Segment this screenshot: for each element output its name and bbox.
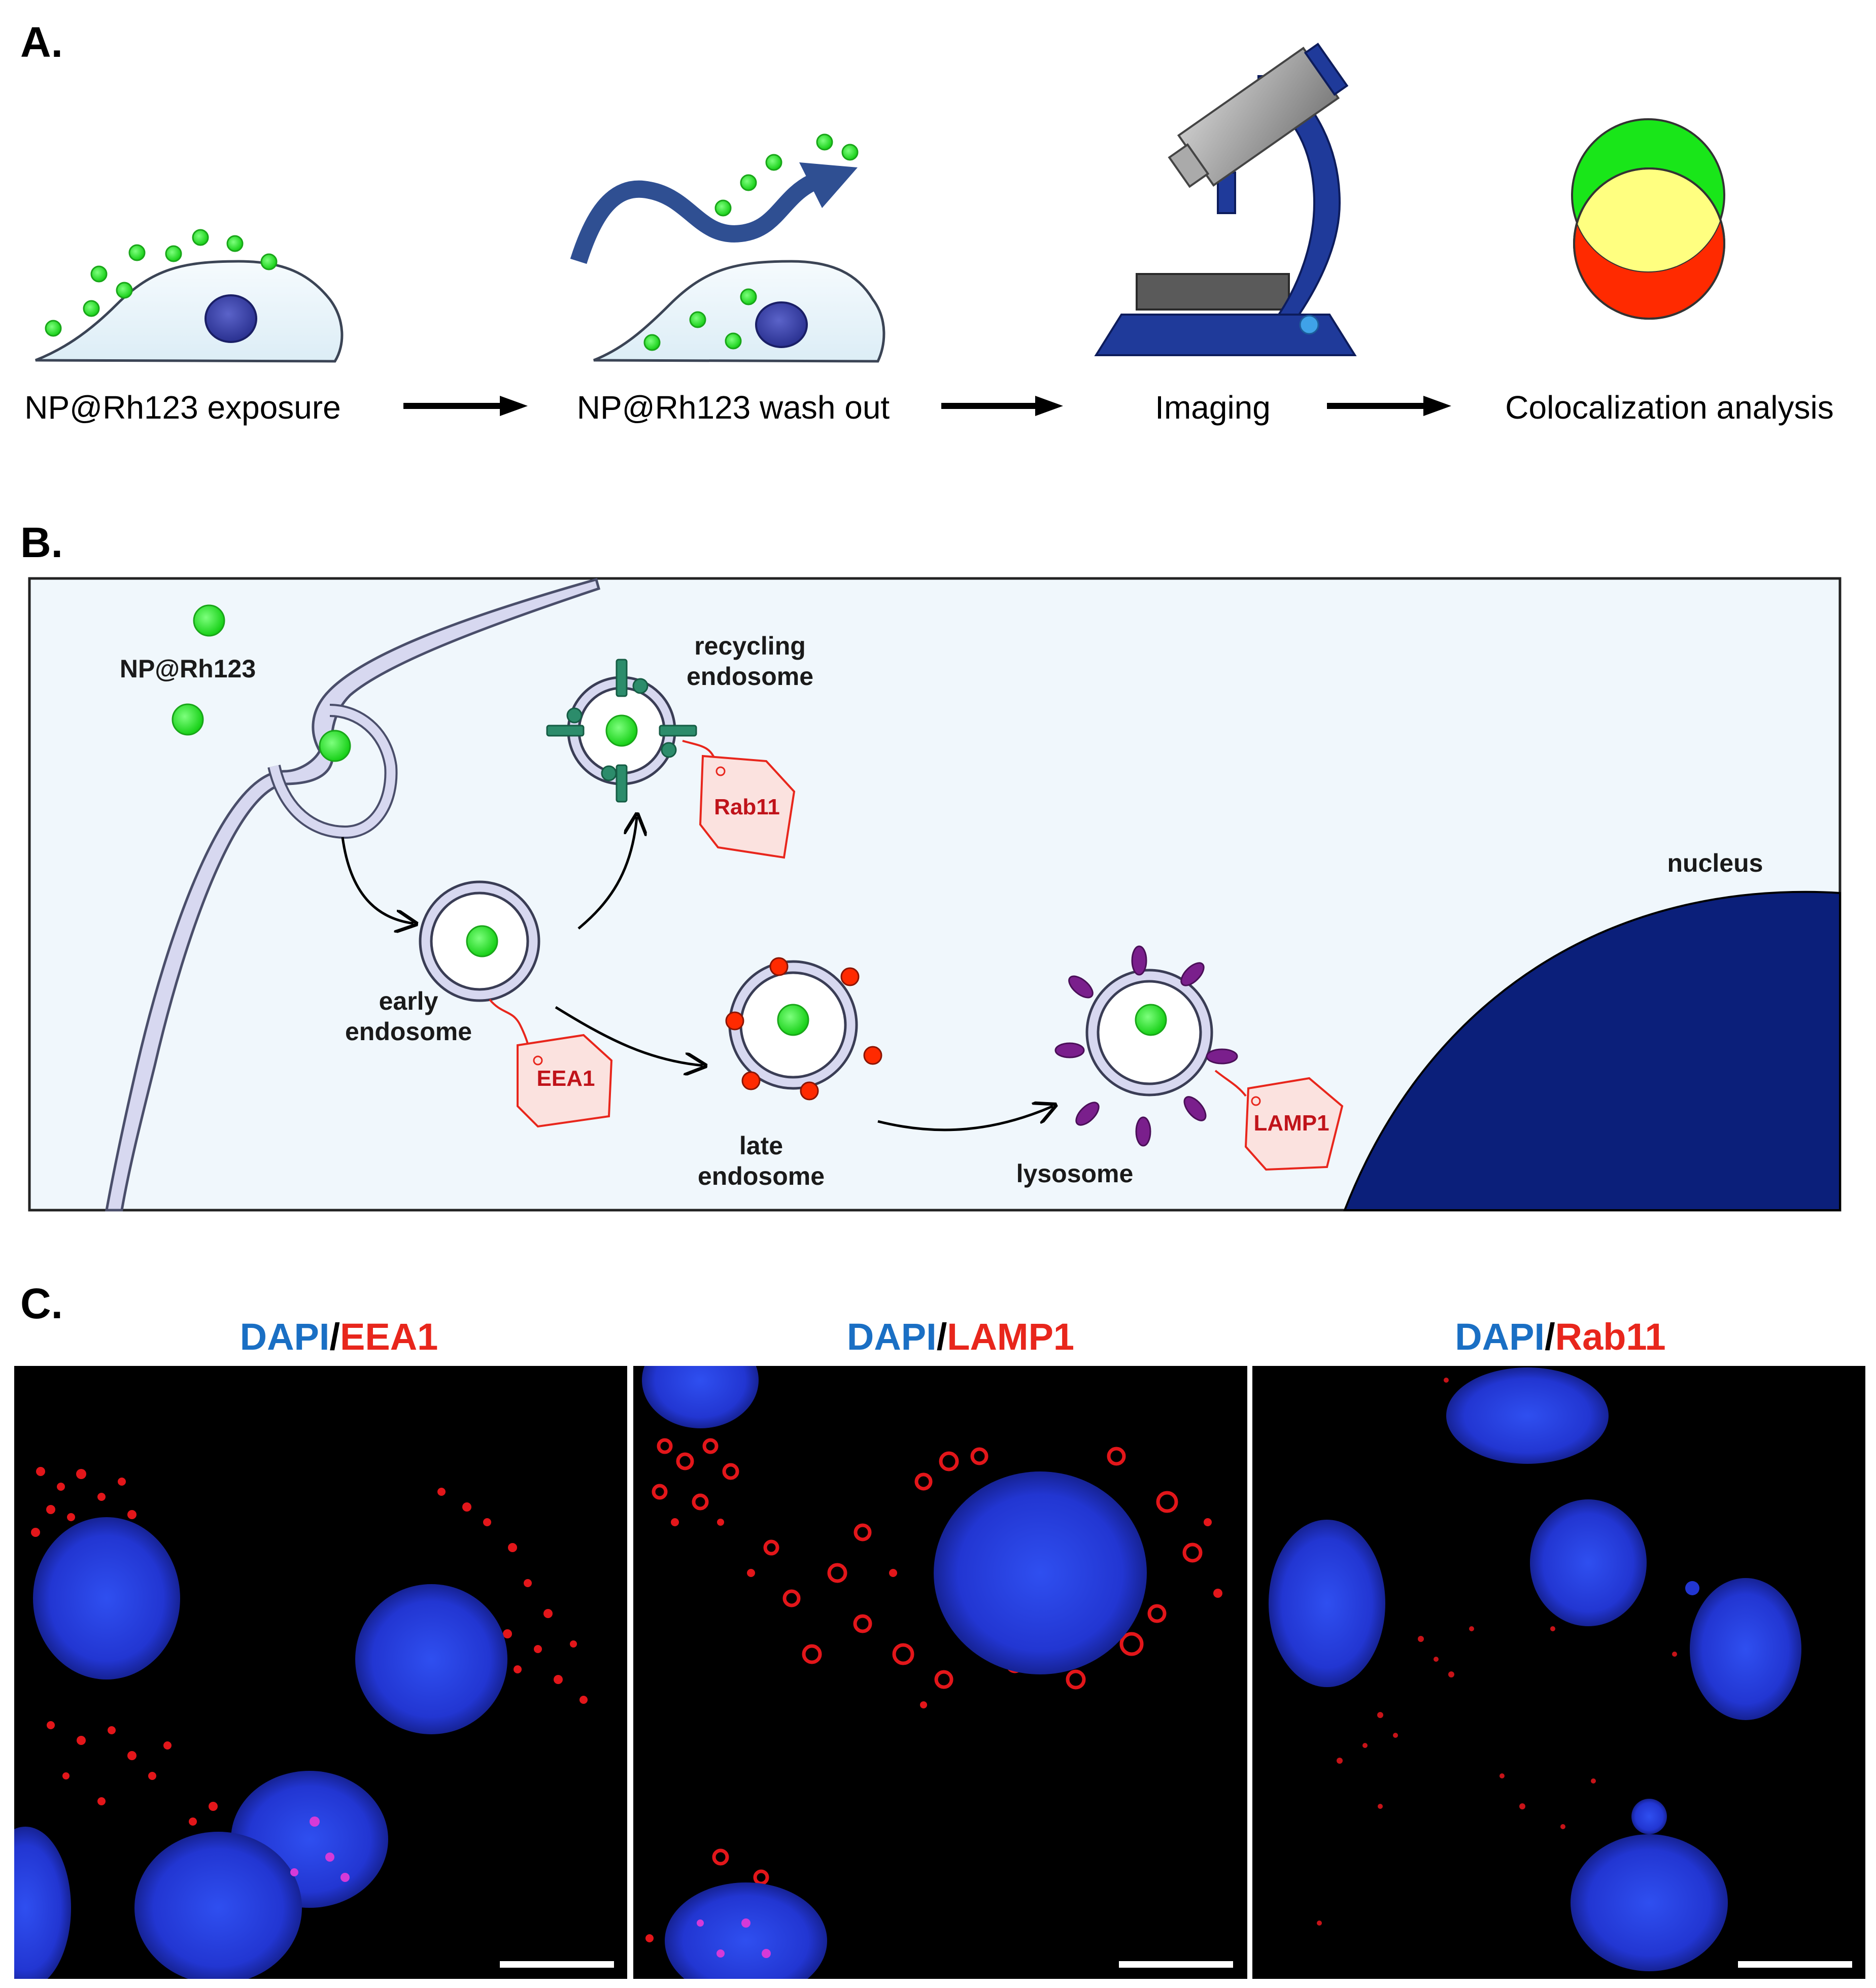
nucleus-stain [1530, 1499, 1647, 1626]
scale-bar [1119, 1961, 1233, 1968]
endocytosis-diagram: NP@Rh123 nucleus early endosome EEA1 [28, 577, 1841, 1212]
rab11-label: Rab11 [1555, 1316, 1666, 1358]
early-endosome-label-1: early [379, 987, 438, 1015]
panel-c-letter: C. [20, 1280, 63, 1327]
nucleus-stain [1690, 1578, 1801, 1720]
microscope-icon [1094, 43, 1357, 356]
nucleus-stain [1571, 1834, 1728, 1971]
step-label-colocalization: Colocalization analysis [1505, 389, 1833, 426]
late-endosome-label-2: endosome [698, 1162, 825, 1190]
title-separator: / [1545, 1316, 1555, 1358]
np-particle [172, 703, 204, 736]
np-label: NP@Rh123 [120, 655, 256, 683]
panel-b-letter: B. [20, 519, 63, 566]
rab11-puncta [1317, 1378, 1693, 1926]
process-arrows [403, 396, 1451, 416]
scale-bar [500, 1961, 614, 1968]
lysosome-label: lysosome [1016, 1159, 1134, 1188]
nucleus-stain [14, 1827, 71, 1979]
nucleus-label: nucleus [1667, 849, 1763, 877]
dapi-label: DAPI [240, 1316, 330, 1358]
washout-arrow [570, 175, 816, 264]
lamp1-label: LAMP1 [947, 1316, 1074, 1358]
lamp1-tag: LAMP1 [1214, 1070, 1344, 1171]
recycling-endosome [546, 659, 697, 803]
nucleus-stain [934, 1471, 1147, 1674]
nucleus-stain [134, 1832, 302, 1979]
eea1-tag: EEA1 [489, 999, 613, 1128]
rab11-tag-label: Rab11 [714, 795, 780, 819]
eea1-tag-label: EEA1 [537, 1066, 595, 1091]
nucleus-stain [33, 1517, 180, 1679]
title-separator: / [937, 1316, 947, 1358]
micrograph-lamp1 [633, 1366, 1247, 1979]
recycling-endosome-label-1: recycling [694, 632, 806, 660]
recycling-endosome-label-2: endosome [687, 662, 813, 691]
micrograph-title-eea1: DAPI/EEA1 [240, 1316, 438, 1358]
dapi-label: DAPI [1455, 1316, 1545, 1358]
micrograph-eea1 [14, 1366, 627, 1979]
nucleus [1343, 890, 1841, 1211]
lamp1-vesicles [652, 1438, 1203, 1886]
early-endosome-label-2: endosome [345, 1017, 472, 1046]
nucleus-stain [665, 1882, 827, 1979]
colocalization-venn-icon [1571, 118, 1725, 320]
colocalized-puncta [290, 1816, 350, 1882]
lamp1-tag-label: LAMP1 [1253, 1111, 1329, 1136]
title-separator: / [329, 1316, 340, 1358]
panel-a-letter: A. [20, 18, 63, 66]
micrograph-title-rab11: DAPI/Rab11 [1455, 1316, 1665, 1358]
plasma-membrane [105, 577, 601, 1212]
nucleus-stain [355, 1584, 507, 1734]
rab11-tag: Rab11 [682, 740, 796, 859]
scale-bar [1738, 1961, 1852, 1968]
nucleus-stain [642, 1366, 759, 1428]
np-particle [193, 604, 225, 637]
lysosome [1054, 945, 1238, 1147]
nucleus-stain [1446, 1367, 1609, 1464]
late-endosome [725, 957, 882, 1101]
dapi-label: DAPI [847, 1316, 937, 1358]
step-label-exposure: NP@Rh123 exposure [24, 389, 341, 426]
early-endosome [419, 880, 540, 1002]
np-particles [45, 229, 278, 337]
washout-cell-illustration [570, 133, 885, 363]
exposure-cell-illustration [35, 229, 344, 363]
step-label-imaging: Imaging [1155, 389, 1271, 426]
pathway-arrows [341, 817, 1053, 1132]
eea1-puncta [31, 1467, 588, 1826]
step-label-washout: NP@Rh123 wash out [577, 389, 890, 426]
micrograph-rab11 [1252, 1366, 1865, 1979]
late-endosome-label-1: late [739, 1132, 783, 1160]
eea1-label: EEA1 [340, 1316, 438, 1358]
nucleus-stain [1269, 1520, 1385, 1687]
micrograph-title-lamp1: DAPI/LAMP1 [847, 1316, 1074, 1358]
